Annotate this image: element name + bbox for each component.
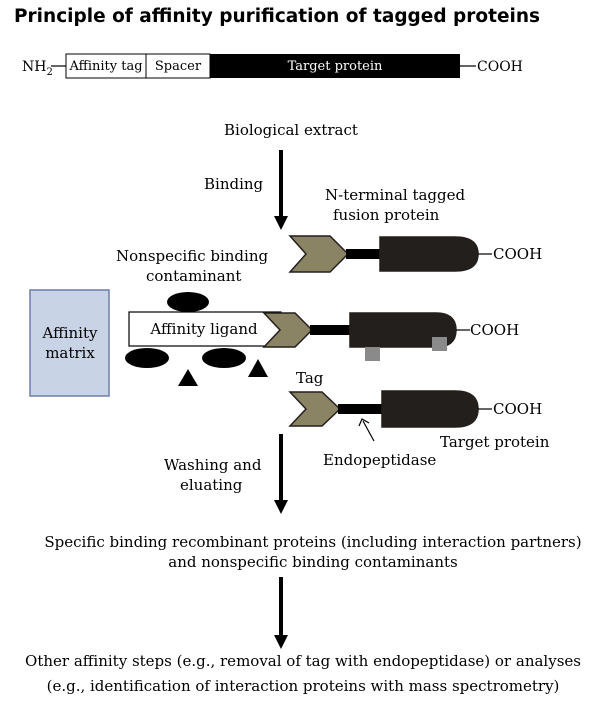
nh2-label: NH2: [22, 59, 53, 78]
target-protein-shape: [381, 390, 479, 428]
fusion-protein-bound: COOH: [262, 312, 519, 361]
interaction-partner-marker: [365, 347, 380, 361]
washing-label-1: Washing and: [164, 456, 262, 474]
target-protein-label: Target protein: [440, 433, 550, 451]
spacer-label: Spacer: [155, 59, 202, 74]
interaction-partner-marker: [432, 337, 447, 351]
tag-chevron: [288, 391, 342, 427]
specific-binding-label-1: Specific binding recombinant proteins (i…: [44, 533, 582, 551]
affinity-matrix-label-1: Affinity: [42, 324, 99, 342]
contaminant-ellipse: [125, 348, 169, 368]
cooh-label-2: COOH: [470, 321, 519, 339]
spacer-segment: [145, 53, 211, 79]
target-protein-shape: [379, 236, 479, 272]
affinity-matrix: [29, 289, 110, 397]
other-steps-label-1: Other affinity steps (e.g., removal of t…: [25, 652, 581, 670]
tag-chevron: [288, 235, 350, 273]
contaminant-triangle: [178, 369, 198, 386]
tag-label: Tag: [296, 369, 324, 387]
washing-arrow: [274, 434, 288, 514]
contaminant-ellipse: [167, 292, 209, 312]
tag-chevron: [262, 312, 314, 348]
target-protein-segment: [210, 54, 460, 78]
biological-extract-label: Biological extract: [224, 121, 358, 139]
further-steps-arrow: [274, 577, 288, 649]
cooh-label-3: COOH: [493, 400, 542, 418]
construct-bar: NH2 Affinity tag Spacer Target protein C…: [22, 53, 523, 79]
spacer-linker: [346, 249, 382, 259]
affinity-matrix-label-2: matrix: [45, 344, 95, 362]
binding-arrow: [274, 150, 288, 230]
washing-label-2: eluating: [180, 476, 243, 494]
contaminant-ellipse: [202, 348, 246, 368]
other-steps-label-2: (e.g., identification of interaction pro…: [46, 677, 560, 695]
nonspecific-label-2: contaminant: [146, 267, 242, 285]
n-terminal-label-2: fusion protein: [333, 206, 440, 224]
page-title: Principle of affinity purification of ta…: [14, 6, 541, 27]
nonspecific-label-1: Nonspecific binding: [116, 247, 269, 265]
affinity-ligand: [128, 311, 282, 347]
target-protein-segment-label: Target protein: [288, 59, 383, 74]
n-terminal-label-1: N-terminal tagged: [325, 186, 466, 204]
fusion-protein-free: COOH: [288, 235, 542, 273]
nonspecific-contaminants: [125, 292, 268, 386]
fusion-protein-cleavage: COOH: [288, 390, 542, 442]
spacer-linker: [310, 325, 352, 335]
specific-binding-label-2: and nonspecific binding contaminants: [168, 553, 458, 571]
cooh-label-1: COOH: [493, 245, 542, 263]
spacer-linker: [338, 404, 384, 414]
endopeptidase-arrow: [362, 420, 375, 442]
endopeptidase-label: Endopeptidase: [323, 451, 437, 469]
affinity-tag-label: Affinity tag: [68, 59, 142, 74]
contaminant-triangle: [248, 359, 268, 377]
binding-label: Binding: [204, 175, 264, 193]
affinity-ligand-label: Affinity ligand: [149, 320, 258, 338]
construct-cooh-label: COOH: [477, 59, 523, 75]
